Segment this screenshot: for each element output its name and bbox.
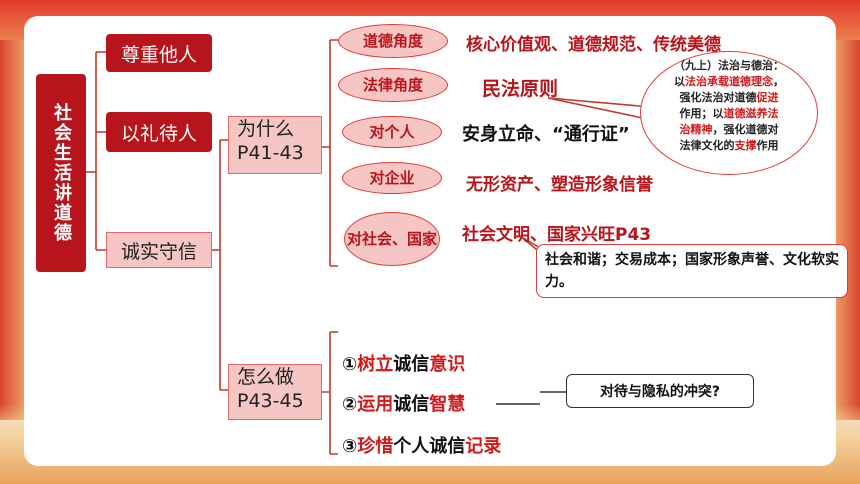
text-society: 社会文明、国家兴旺P43 [462,225,652,245]
node-courtesy: 以礼待人 [106,112,212,152]
society-note: 社会和谐；交易成本；国家形象声誉、文化软实力。 [536,244,848,298]
tag-enterprise: 对企业 [342,162,442,194]
tag-law: 法律角度 [338,68,448,102]
callout-highlight: 支撑 [734,139,757,152]
callout-text: 作用 [756,139,779,152]
step-number: ③ [342,436,358,457]
step-target: 记录 [465,436,502,457]
node-how: 怎么做 P43-45 [228,364,322,420]
node-honesty: 诚实守信 [106,232,212,268]
step-number: ② [342,394,358,415]
why-label: 为什么 [237,118,295,140]
rule-of-law-callout: （九上）法治与德治： 以法治承载道德理念， 强化法治对道德促进 作用；以道德滋养… [640,51,818,175]
step-verb: 树立 [357,354,394,375]
step-verb: 运用 [357,394,394,415]
callout-text: 以 [674,75,685,88]
step-verb: 珍惜 [357,436,394,457]
node-why: 为什么 P41-43 [228,116,322,174]
step-target: 意识 [429,354,466,375]
why-pages: P41-43 [237,142,304,164]
root-node: 社会生活讲道德 [36,74,86,272]
step-object: 诚信 [393,394,430,415]
how-label: 怎么做 [237,366,295,388]
text-enterprise: 无形资产、塑造形象信誉 [466,175,653,195]
callout-highlight: 法治承载道德理念 [685,75,773,88]
text-individual: 安身立命、“通行证” [462,124,630,145]
callout-highlight: 道德滋养法 [723,107,779,120]
callout-highlight: 促进 [756,91,779,104]
step-3: ③珍惜个人诚信记录 [342,432,501,458]
tag-moral: 道德角度 [338,24,448,58]
tag-individual: 对个人 [342,116,442,148]
callout-text: ，强化道德对 [712,123,779,136]
callout-text: 作用；以 [679,107,724,120]
step-number: ① [342,354,358,375]
text-law: 民法原则 [482,78,559,100]
callout-title: （九上）法治与德治： [674,59,784,72]
step-object: 诚信 [393,354,430,375]
tag-society: 对社会、国家 [344,212,440,266]
callout-text: 法律文化的 [679,139,735,152]
node-respect-others: 尊重他人 [106,34,212,72]
callout-highlight: 治精神 [679,123,713,136]
text-moral: 核心价值观、道德规范、传统美德 [466,35,721,55]
how-pages: P43-45 [237,390,304,412]
step-object: 个人诚信 [393,436,466,457]
callout-text: 强化法治对道德 [679,91,757,104]
step-1: ①树立诚信意识 [342,350,465,376]
step-target: 智慧 [429,394,466,415]
privacy-question: 对待与隐私的冲突? [566,374,754,408]
callout-text: ， [773,75,784,88]
step-2: ②运用诚信智慧 [342,390,465,416]
